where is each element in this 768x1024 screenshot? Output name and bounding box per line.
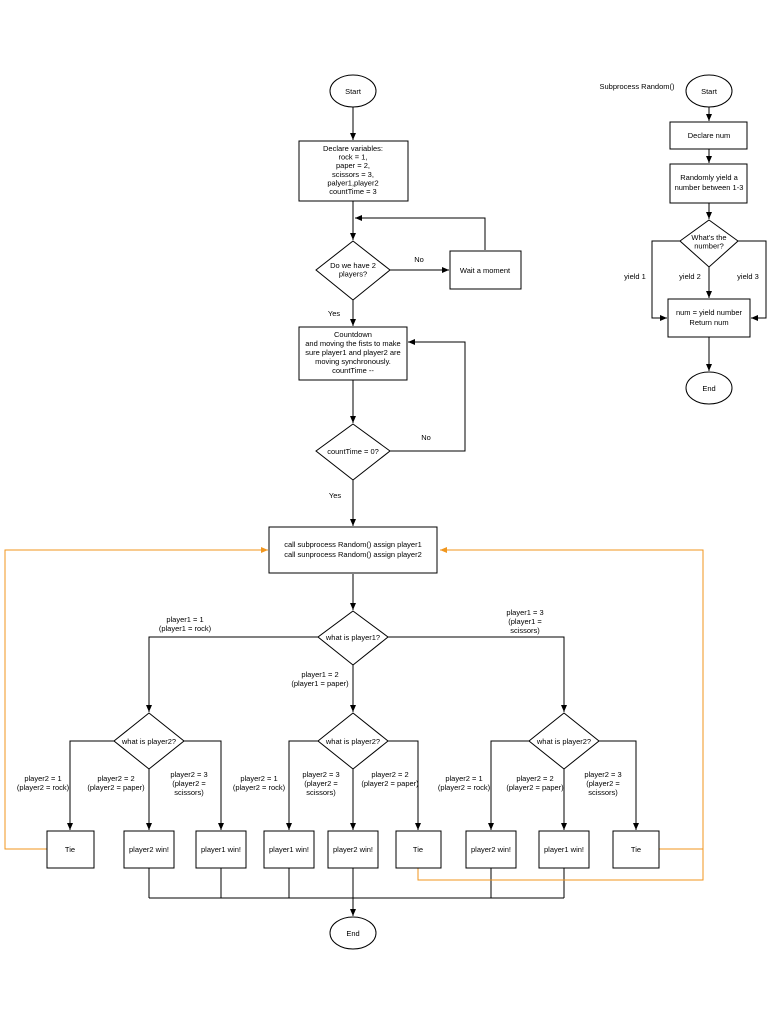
count-check-text: countTime = 0?: [327, 447, 379, 456]
no-label: No: [421, 433, 431, 442]
wait-text: Wait a moment: [460, 266, 511, 275]
what-player2-right-decision: what is player2?: [528, 712, 600, 770]
wait-node: Wait a moment: [449, 250, 522, 290]
start-node: Start: [329, 74, 377, 108]
what-player1-decision: what is player1?: [317, 610, 389, 666]
what-p2-left-text: what is player2?: [121, 737, 176, 746]
p2-label: player2 = 3(player2 =scissors): [170, 770, 207, 797]
p2-label: player2 = 3(player2 =scissors): [584, 770, 621, 797]
result-text: player2 win!: [129, 845, 169, 854]
main-edges: [67, 107, 639, 916]
sub-start-node: Start: [685, 74, 733, 108]
p1-rock-label: player1 = 1(player1 = rock): [159, 615, 212, 633]
result-box: player2 win!: [327, 830, 379, 869]
what-p2-mid-text: what is player2?: [325, 737, 380, 746]
declare-num-text: Declare num: [688, 131, 731, 140]
what-player2-left-decision: what is player2?: [113, 712, 185, 770]
count-check-decision: countTime = 0?: [315, 423, 391, 481]
result-text: player1 win!: [269, 845, 309, 854]
no-label: No: [414, 255, 424, 264]
declare-num-node: Declare num: [669, 121, 748, 150]
result-text: player1 win!: [544, 845, 584, 854]
declare-variables-node: Declare variables:rock = 1,paper = 2,sci…: [298, 140, 409, 202]
p1-scissors-label: player1 = 3(player1 =scissors): [506, 608, 543, 635]
end-node: End: [329, 916, 377, 950]
result-box: Tie: [612, 830, 660, 869]
result-box: player1 win!: [263, 830, 315, 869]
result-text: Tie: [413, 845, 423, 854]
what-p1-text: what is player1?: [325, 633, 380, 642]
p2-label: player2 = 2(player2 = paper): [506, 774, 564, 792]
subprocess-random: Subprocess Random() Start Declare num Ra…: [599, 74, 767, 405]
what-p2-right-text: what is player2?: [536, 737, 591, 746]
result-boxes: Tie player2 win! player1 win! player1 wi…: [46, 830, 660, 869]
result-box: Tie: [46, 830, 95, 869]
declare-text: Declare variables:rock = 1,paper = 2,sci…: [323, 144, 383, 196]
result-text: Tie: [65, 845, 75, 854]
yes-label: Yes: [328, 309, 340, 318]
tie-loop-edges: [4, 547, 704, 881]
edge-labels: No Yes No Yes player1 = 1(player1 = rock…: [17, 255, 622, 797]
result-text: player2 win!: [333, 845, 373, 854]
result-box: player2 win!: [123, 830, 175, 869]
sub-end-text: End: [702, 384, 715, 393]
yield2-label: yield 2: [679, 272, 701, 281]
result-box: player1 win!: [538, 830, 590, 869]
p2-label: player2 = 1(player2 = rock): [438, 774, 491, 792]
result-text: player2 win!: [471, 845, 511, 854]
result-box: Tie: [395, 830, 442, 869]
end-text: End: [346, 929, 359, 938]
p2-label: player2 = 2(player2 = paper): [87, 774, 145, 792]
sub-start-text: Start: [701, 87, 718, 96]
result-box: player2 win!: [465, 830, 517, 869]
yield1-label: yield 1: [624, 272, 646, 281]
what-player2-mid-decision: what is player2?: [317, 712, 389, 770]
start-text: Start: [345, 87, 362, 96]
yes-label: Yes: [329, 491, 341, 500]
sub-end-node: End: [685, 371, 733, 405]
subprocess-title: Subprocess Random(): [599, 82, 675, 91]
result-box: player1 win!: [195, 830, 247, 869]
p1-paper-label: player1 = 2(player1 = paper): [291, 670, 349, 688]
p2-label: player2 = 3(player2 =scissors): [302, 770, 339, 797]
p2-label: player2 = 2(player2 = paper): [361, 770, 419, 788]
result-text: Tie: [631, 845, 641, 854]
yield3-label: yield 3: [737, 272, 759, 281]
p2-label: player2 = 1(player2 = rock): [17, 774, 70, 792]
p2-label: player2 = 1(player2 = rock): [233, 774, 286, 792]
result-text: player1 win!: [201, 845, 241, 854]
